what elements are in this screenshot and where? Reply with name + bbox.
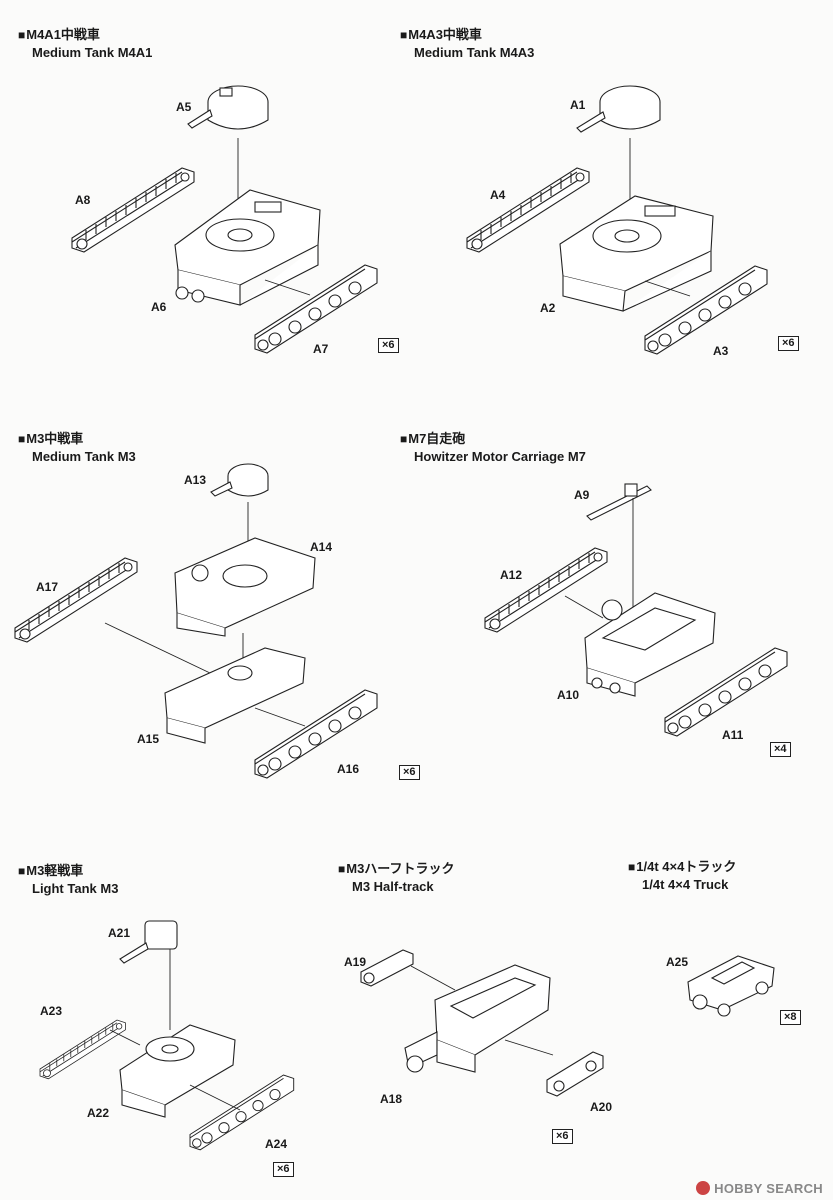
part-label-a20: A20 (590, 1100, 613, 1114)
quantity-badge-m3-halftrack: ×6 (552, 1129, 573, 1144)
m7-hull-part (584, 592, 716, 697)
m3-medium-assembly-diagram (14, 463, 378, 779)
m4a1-turret-part (187, 85, 269, 130)
part-label-a21: A21 (108, 926, 131, 940)
quantity-badge-m4a3: ×6 (778, 336, 799, 351)
quantity-badge-m3-light: ×6 (273, 1162, 294, 1177)
section-title-m4a3: M4A3中戦車 Medium Tank M4A3 (400, 26, 534, 61)
part-label-a24: A24 (265, 1137, 288, 1151)
part-label-a16: A16 (337, 762, 360, 776)
quantity-badge-m3-medium: ×6 (399, 765, 420, 780)
halftrack-hull-part (404, 964, 551, 1073)
part-label-a3: A3 (713, 344, 729, 358)
part-label-a10: A10 (557, 688, 580, 702)
part-label-a8: A8 (75, 193, 91, 207)
part-label-a2: A2 (540, 301, 556, 315)
m3-light-assembly-diagram (39, 920, 295, 1151)
m7-gun-part (586, 483, 652, 521)
part-label-a11: A11 (722, 728, 744, 742)
section-title-m3-halftrack: M3ハーフトラック M3 Half-track (338, 860, 455, 895)
m7-assembly-diagram (484, 483, 788, 737)
part-label-a14: A14 (310, 540, 333, 554)
part-label-a7: A7 (313, 342, 329, 356)
quantity-badge-truck: ×8 (780, 1010, 801, 1025)
part-label-a12: A12 (500, 568, 523, 582)
m4a1-assembly-diagram (71, 85, 378, 354)
m4a3-hull-part (559, 195, 714, 312)
m3-halftrack-assembly-diagram (360, 949, 604, 1097)
m3-light-turret-part (119, 920, 178, 964)
section-title-m4a1: M4A1中戦車 Medium Tank M4A1 (18, 26, 152, 61)
truck-assembly-diagram (687, 955, 775, 1017)
part-label-a25: A25 (666, 955, 689, 969)
section-title-truck: 1/4t 4×4トラック 1/4t 4×4 Truck (628, 858, 736, 893)
quantity-badge-m4a1: ×6 (378, 338, 399, 353)
part-label-a13: A13 (184, 473, 207, 487)
part-label-a23: A23 (40, 1004, 63, 1018)
part-label-a22: A22 (87, 1106, 110, 1120)
truck-body-part (687, 955, 775, 1017)
m4a3-turret-part (576, 85, 661, 133)
m3-medium-hull-part (174, 537, 316, 637)
watermark: HOBBY SEARCH (696, 1181, 823, 1196)
section-title-m3-light: M3軽戦車 Light Tank M3 (18, 862, 118, 897)
part-label-a19: A19 (344, 955, 367, 969)
m3-medium-turret-part (210, 463, 269, 497)
part-label-a15: A15 (137, 732, 160, 746)
quantity-badge-m7: ×4 (770, 742, 791, 757)
part-label-a1: A1 (570, 98, 586, 112)
hobby-search-logo-icon (696, 1181, 711, 1195)
part-label-a6: A6 (151, 300, 167, 314)
part-label-a9: A9 (574, 488, 590, 502)
halftrack-track-part-a20 (546, 1051, 604, 1097)
m4a1-hull-part (174, 189, 321, 306)
section-title-m7: M7自走砲 Howitzer Motor Carriage M7 (400, 430, 586, 465)
halftrack-track-part-a19 (360, 949, 414, 987)
part-label-a18: A18 (380, 1092, 403, 1106)
m3-medium-lower-hull-part (164, 647, 306, 744)
part-label-a17: A17 (36, 580, 59, 594)
part-label-a4: A4 (490, 188, 506, 202)
section-title-m3-medium: M3中戦車 Medium Tank M3 (18, 430, 136, 465)
part-label-a5: A5 (176, 100, 192, 114)
m3-light-hull-part (119, 1024, 236, 1118)
m4a3-assembly-diagram (466, 85, 768, 355)
